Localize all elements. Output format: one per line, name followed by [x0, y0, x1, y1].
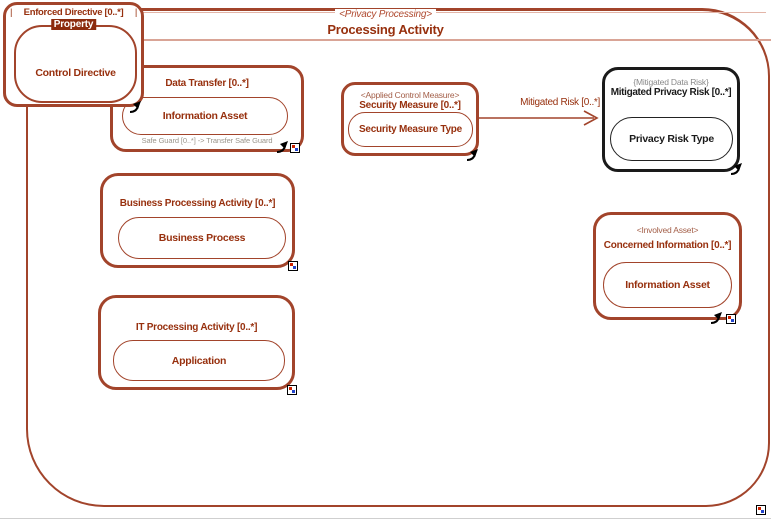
- model-reference-icon[interactable]: [290, 143, 300, 153]
- business-process-label: Business Process: [158, 232, 246, 244]
- enforced-directive-box[interactable]: | Enforced Directive [0..*] | Control Di…: [3, 2, 144, 107]
- security-measure-type-label: Security Measure Type: [359, 124, 462, 135]
- control-directive-type-label: Control Directive: [35, 67, 116, 79]
- concerned-information-type-label: Information Asset: [625, 279, 710, 291]
- mitigated-risk-arrow-label: Mitigated Risk [0..*]: [520, 97, 600, 108]
- enforced-directive-label: | Enforced Directive [0..*] |: [10, 7, 137, 18]
- edit-tick-right: |: [134, 7, 137, 18]
- data-transfer-label: Data Transfer [0..*]: [165, 78, 249, 89]
- concerned-information-type-shape[interactable]: Information Asset: [603, 262, 732, 308]
- mitigated-risk-arrow[interactable]: [478, 108, 604, 128]
- security-measure-label: Security Measure [0..*]: [359, 100, 461, 111]
- container-stereotype: <Privacy Processing>: [0, 9, 771, 20]
- redirect-arrow-icon[interactable]: [710, 312, 724, 325]
- security-measure-type-shape[interactable]: Security Measure Type: [348, 112, 473, 147]
- selected-property-label[interactable]: Property: [50, 19, 97, 30]
- privacy-risk-type-shape[interactable]: Privacy Risk Type: [610, 117, 733, 161]
- privacy-risk-type-label: Privacy Risk Type: [629, 133, 714, 145]
- mitigated-data-risk-stereotype: {Mitigated Data Risk}: [633, 77, 709, 87]
- safe-guard-note: Safe Guard [0..*] -> Transfer Safe Guard: [141, 136, 273, 145]
- container-title-separator: [26, 39, 771, 41]
- model-reference-icon[interactable]: [726, 314, 736, 324]
- edit-tick-left: |: [10, 7, 13, 18]
- redirect-arrow-icon[interactable]: [276, 141, 290, 154]
- window-bottom-edge: [0, 518, 771, 519]
- control-directive-shape[interactable]: Control Directive: [14, 25, 137, 103]
- model-reference-icon[interactable]: [287, 385, 297, 395]
- redirect-arrow-icon[interactable]: [129, 101, 143, 114]
- application-shape[interactable]: Application: [113, 340, 285, 381]
- application-label: Application: [171, 354, 227, 367]
- concerned-information-label: Concerned Information [0..*]: [603, 240, 732, 251]
- it-processing-label: IT Processing Activity [0..*]: [135, 322, 258, 333]
- security-measure-stereotype: <Applied Control Measure>: [360, 90, 460, 100]
- redirect-arrow-icon[interactable]: [466, 149, 480, 162]
- data-transfer-type-label: Information Asset: [162, 110, 248, 122]
- data-transfer-type-shape[interactable]: Information Asset: [122, 97, 288, 135]
- business-processing-label: Business Processing Activity [0..*]: [119, 198, 276, 209]
- redirect-arrow-icon[interactable]: [730, 163, 744, 176]
- mitigated-privacy-risk-label: Mitigated Privacy Risk [0..*]: [610, 87, 732, 98]
- business-process-shape[interactable]: Business Process: [118, 217, 286, 259]
- container-title: Processing Activity: [327, 22, 444, 37]
- involved-asset-stereotype: <Involved Asset>: [636, 225, 699, 235]
- model-reference-icon[interactable]: [288, 261, 298, 271]
- model-reference-icon[interactable]: [756, 505, 766, 515]
